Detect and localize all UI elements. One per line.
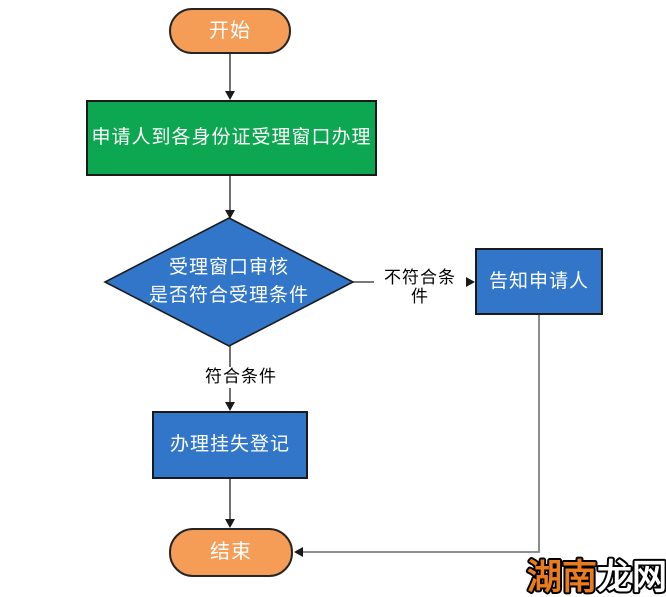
connector-inform-end [302,315,540,553]
action-node-register: 办理挂失登记 [152,411,308,479]
arrowhead-start-apply [225,91,235,100]
start-node-label: 开始 [209,19,251,42]
decision-diamond-review [103,217,355,347]
arrowhead-register-end [225,519,235,528]
arrowhead-review-register [225,402,235,411]
arrowhead-apply-review [225,210,235,219]
edge-label-qualified: 符合条件 [197,367,285,388]
end-node-label: 结束 [210,541,252,563]
action-node-inform-label: 告知申请人 [488,270,589,292]
start-node: 开始 [169,8,291,54]
arrowhead-review-inform [466,277,475,287]
edge-label-not-qualified: 不符合条件 [374,268,466,308]
decision-review-line1: 受理窗口审核 [168,256,289,278]
action-node-register-label: 办理挂失登记 [169,434,290,456]
process-node-apply: 申请人到各身份证受理窗口办理 [86,100,377,176]
decision-node-review-text: 受理窗口审核 是否符合受理条件 [119,253,339,311]
end-node: 结束 [169,528,293,577]
decision-review-line2: 是否符合受理条件 [148,285,309,306]
arrowhead-inform-end [294,547,303,557]
process-node-apply-label: 申请人到各身份证受理窗口办理 [91,127,372,149]
action-node-inform: 告知申请人 [475,248,603,315]
